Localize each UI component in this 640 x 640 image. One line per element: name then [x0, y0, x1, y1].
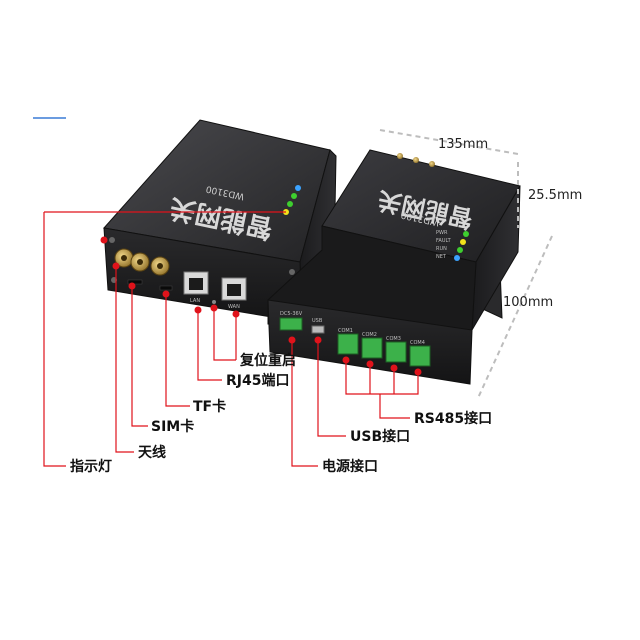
reset-button	[212, 300, 216, 304]
power-connector	[279, 317, 303, 331]
left-led-run	[291, 193, 297, 199]
label-rs485: RS485接口	[414, 410, 492, 427]
right-led-net	[454, 255, 460, 261]
led-label-net: NET	[436, 254, 447, 260]
label-tf: TF卡	[193, 398, 226, 415]
power-port-label: DC5-36V	[280, 311, 303, 317]
label-antenna: 天线	[138, 444, 166, 461]
right-led-pwr	[463, 231, 469, 237]
label-reset: 复位重启	[239, 352, 296, 369]
com2-label: COM2	[362, 332, 377, 338]
tf-slot	[159, 285, 173, 291]
usb-port-label: USB	[312, 318, 323, 324]
dimension-lines	[379, 129, 553, 399]
callout-dots	[100, 236, 422, 376]
dimension-length: 135mm	[438, 137, 488, 152]
led-label-fault: FAULT	[436, 238, 452, 244]
dimension-height: 25.5mm	[528, 188, 582, 203]
rs485-terminal-com4	[409, 345, 431, 367]
label-rj45: RJ45端口	[226, 372, 289, 389]
label-indicator: 指示灯	[70, 458, 112, 475]
label-power: 电源接口	[322, 458, 378, 475]
lan-port-label: LAN	[190, 298, 200, 304]
callout-lines	[43, 211, 419, 467]
right-led-fault	[460, 239, 466, 245]
label-usb: USB接口	[350, 428, 410, 445]
wan-port-label: WAN	[228, 304, 240, 310]
rs485-terminal-com2	[361, 337, 383, 359]
led-label-pwr: PWR	[436, 230, 448, 236]
rs485-terminal-com1	[337, 333, 359, 355]
com3-label: COM3	[386, 336, 401, 342]
label-sim: SIM卡	[151, 418, 194, 435]
left-led-fault	[287, 201, 293, 207]
com4-label: COM4	[410, 340, 425, 346]
usb-port	[311, 325, 325, 334]
com1-label: COM1	[338, 328, 353, 334]
left-screw-3	[289, 269, 295, 275]
sim-slot	[127, 279, 143, 285]
left-led-net	[295, 185, 301, 191]
left-screw-1	[109, 237, 115, 243]
rs485-terminal-com3	[385, 341, 407, 363]
dimension-width: 100mm	[503, 295, 553, 310]
right-led-run	[457, 247, 463, 253]
right-device: 智能网关 WD3100 PWR FAULT RUN NET DC5-36V US…	[267, 149, 521, 385]
led-label-run: RUN	[436, 246, 447, 252]
